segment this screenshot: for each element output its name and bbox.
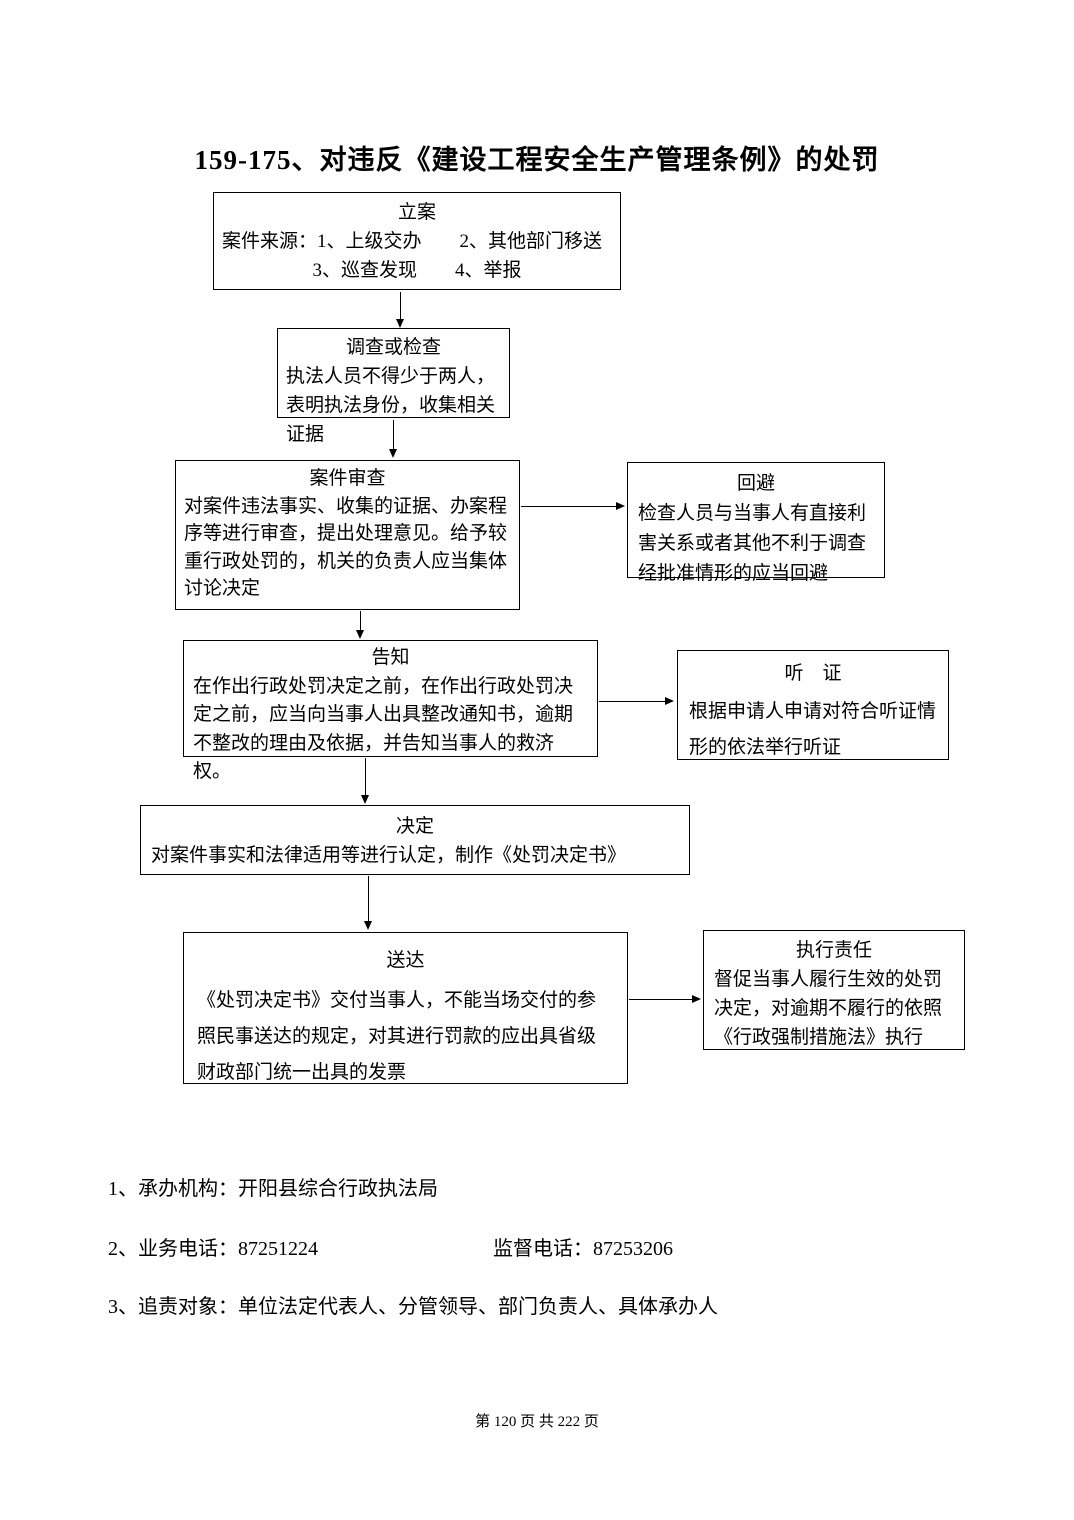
flow-box-diaocha: 调查或检查 执法人员不得少于两人，表明执法身份，收集相关证据	[277, 328, 510, 445]
flow-box-lian: 立案 案件来源：1、上级交办 2、其他部门移送 3、巡查发现 4、举报	[213, 192, 621, 290]
flow-box-jueding: 决定 对案件事实和法律适用等进行认定，制作《处罚决定书》	[140, 805, 690, 875]
arrow-diaocha-to-shencha	[389, 420, 398, 458]
flow-box-lian-title: 立案	[397, 202, 436, 223]
flow-box-gaozhi-title: 告知	[371, 647, 410, 668]
note-business-phone: 2、业务电话：87251224	[108, 1238, 318, 1260]
flow-box-huibi: 回避 检查人员与当事人有直接利害关系或者其他不利于调查经批准情形的应当回避	[627, 462, 885, 584]
flow-box-songda: 送达 《处罚决定书》交付当事人，不能当场交付的参照民事送达的规定，对其进行罚款的…	[183, 932, 628, 1084]
flow-box-tingzheng: 听 证 根据申请人申请对符合听证情形的依法举行听证	[677, 650, 949, 760]
flow-box-huibi-title: 回避	[736, 473, 775, 494]
flow-box-songda-title: 送达	[386, 950, 425, 971]
flow-box-tingzheng-title: 听 证	[784, 663, 842, 684]
note-agency: 1、承办机构：开阳县综合行政执法局	[108, 1178, 438, 1200]
page-title: 159-175、对违反《建设工程安全生产管理条例》的处罚	[194, 145, 880, 175]
flow-box-diaocha-body: 执法人员不得少于两人，表明执法身份，收集相关证据	[286, 366, 496, 445]
note-supervision-phone: 监督电话：87253206	[493, 1238, 673, 1260]
flow-box-jueding-body: 对案件事实和法律适用等进行认定，制作《处罚决定书》	[151, 845, 627, 866]
arrow-lian-to-diaocha	[396, 292, 405, 328]
note-accountable-persons: 3、追责对象：单位法定代表人、分管领导、部门负责人、具体承办人	[108, 1296, 718, 1318]
flow-box-shencha-body: 对案件违法事实、收集的证据、办案程序等进行审查，提出处理意见。给予较重行政处罚的…	[184, 495, 508, 600]
flow-box-shencha-title: 案件审查	[309, 468, 386, 489]
arrow-songda-to-zhixing	[629, 995, 701, 1004]
arrow-gaozhi-to-jueding	[361, 758, 370, 804]
flow-box-shencha: 案件审查 对案件违法事实、收集的证据、办案程序等进行审查，提出处理意见。给予较重…	[175, 460, 520, 610]
flow-box-tingzheng-body: 根据申请人申请对符合听证情形的依法举行听证	[689, 701, 937, 758]
flow-box-lian-line1: 案件来源：1、上级交办 2、其他部门移送	[222, 231, 603, 252]
flow-box-zhixing-title: 执行责任	[795, 940, 872, 961]
flow-box-zhixing-body: 督促当事人履行生效的处罚决定，对逾期不履行的依照《行政强制措施法》执行	[714, 969, 943, 1048]
flow-box-lian-line2: 3、巡查发现 4、举报	[312, 260, 522, 281]
flow-box-diaocha-title: 调查或检查	[345, 337, 441, 358]
flow-box-jueding-title: 决定	[395, 816, 434, 837]
flow-box-gaozhi-body: 在作出行政处罚决定之前，在作出行政处罚决定之前，应当向当事人出具整改通知书，逾期…	[193, 675, 574, 783]
arrow-shencha-to-gaozhi	[356, 611, 365, 639]
arrow-jueding-to-songda	[364, 876, 373, 930]
arrow-gaozhi-to-tingzheng	[599, 697, 674, 706]
flow-box-huibi-body: 检查人员与当事人有直接利害关系或者其他不利于调查经批准情形的应当回避	[638, 503, 867, 584]
arrow-shencha-to-huibi	[521, 502, 625, 511]
flow-box-songda-body: 《处罚决定书》交付当事人，不能当场交付的参照民事送达的规定，对其进行罚款的应出具…	[197, 990, 597, 1083]
page-footer: 第 120 页 共 222 页	[475, 1414, 599, 1430]
flow-box-zhixing: 执行责任 督促当事人履行生效的处罚决定，对逾期不履行的依照《行政强制措施法》执行	[703, 930, 965, 1050]
flow-box-gaozhi: 告知 在作出行政处罚决定之前，在作出行政处罚决定之前，应当向当事人出具整改通知书…	[183, 640, 598, 782]
